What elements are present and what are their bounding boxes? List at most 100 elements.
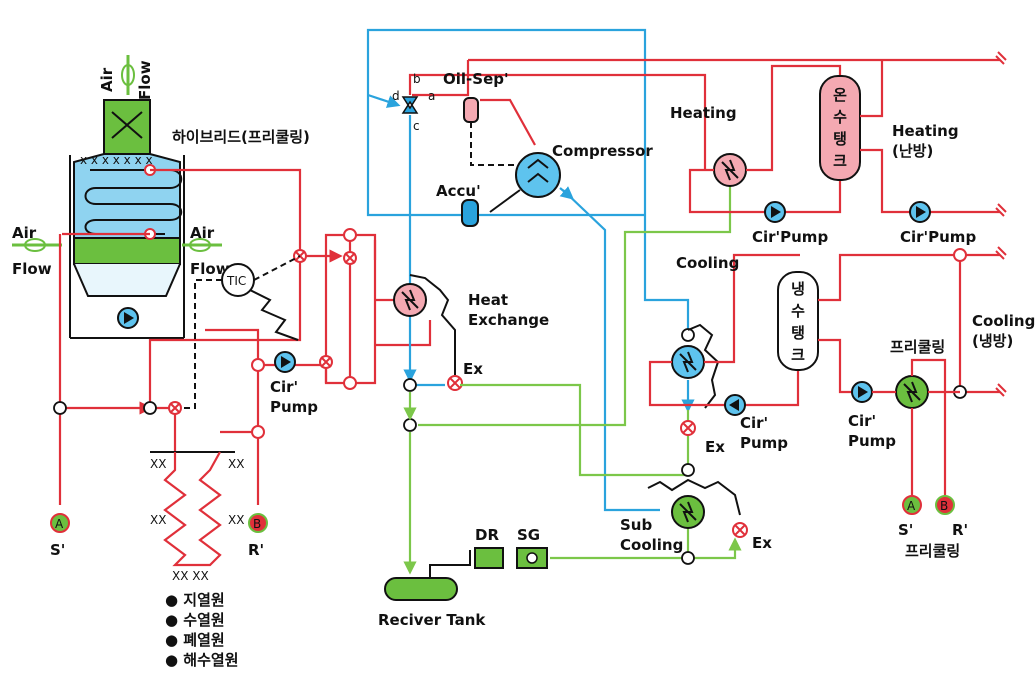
svg-text:Reciver Tank: Reciver Tank	[378, 611, 486, 629]
tower-basin	[73, 263, 181, 297]
air-flow-top-icon: Air Flow	[98, 55, 154, 100]
svg-text:(냉방): (냉방)	[972, 332, 1013, 350]
tic-controller: TIC	[180, 255, 301, 409]
free-cooling-bottom-label: 프리쿨링	[905, 542, 960, 560]
svg-text:Heating: Heating	[892, 122, 959, 140]
sub-cooling-exchanger: Sub Cooling Ex	[620, 478, 772, 554]
cir-pump-heating: Cir'Pump	[752, 201, 828, 246]
svg-text:S': S'	[898, 521, 913, 539]
svg-text:Ex: Ex	[463, 360, 483, 378]
cooling-evaporator: Ex	[648, 253, 800, 456]
four-way-valve: d b a c	[392, 72, 435, 133]
source-water-loop	[53, 168, 432, 505]
svg-text:XX: XX	[228, 457, 244, 471]
svg-text:B: B	[940, 499, 948, 513]
svg-text:S': S'	[50, 541, 65, 559]
connector-b-left: B R'	[248, 513, 268, 559]
refrigerant-circuit	[366, 28, 1000, 512]
heating-condenser: Heating	[670, 64, 842, 214]
svg-text:c: c	[413, 119, 420, 133]
svg-text:Oil-Sep': Oil-Sep'	[443, 70, 509, 88]
heat-exchanger-main: Heat Exchange Ex	[393, 274, 549, 391]
svg-text:Ex: Ex	[705, 438, 725, 456]
svg-text:Pump: Pump	[848, 432, 896, 450]
svg-text:Pump: Pump	[270, 398, 318, 416]
svg-text:XX: XX	[228, 513, 244, 527]
hot-tank-char-2: 수	[833, 108, 847, 126]
cold-tank-char-2: 수	[791, 302, 805, 320]
svg-text:R': R'	[952, 521, 968, 539]
svg-text:R': R'	[248, 541, 264, 559]
svg-text:Heat: Heat	[468, 291, 508, 309]
cold-tank-char-4: 크	[791, 346, 805, 364]
receiver-tank: Reciver Tank	[378, 550, 486, 629]
air-flow-left-icon: Air Flow	[12, 224, 62, 278]
air-flow-right-icon: Air Flow	[182, 224, 230, 278]
cooling-tower: x x x x x x x	[69, 99, 185, 339]
heat-sources-list: ● 지열원 ● 수열원 ● 폐열원 ● 해수열원	[165, 591, 239, 669]
svg-text:B: B	[253, 517, 261, 531]
free-cooling-exchanger: Cir' Pump 프리쿨링	[848, 338, 960, 495]
svg-text:Air: Air	[12, 224, 37, 242]
hybrid-title: 하이브리드(프리쿨링)	[172, 128, 310, 146]
svg-text:Cir': Cir'	[740, 414, 768, 432]
fan-icon	[111, 111, 143, 139]
cold-tank-char-3: 탱	[791, 324, 805, 342]
svg-text:● 수열원: ● 수열원	[165, 611, 225, 629]
cir-pump-heating-2: Cir'Pump	[900, 201, 976, 246]
svg-text:Cooling: Cooling	[620, 536, 683, 554]
svg-text:Sub: Sub	[620, 516, 652, 534]
line-end-marks	[995, 51, 1007, 397]
accumulator: Accu'	[436, 182, 481, 227]
svg-text:b: b	[413, 72, 421, 86]
svg-text:Pump: Pump	[740, 434, 788, 452]
svg-text:Cir'Pump: Cir'Pump	[900, 228, 976, 246]
svg-text:SG: SG	[517, 526, 540, 544]
svg-text:a: a	[428, 89, 435, 103]
hot-tank-char-3: 탱	[833, 130, 847, 148]
liquid-line	[403, 185, 742, 575]
svg-text:Cir': Cir'	[848, 412, 876, 430]
svg-text:d: d	[392, 89, 400, 103]
connector-b-right: B R'	[935, 495, 968, 539]
svg-text:A: A	[55, 517, 64, 531]
svg-text:x x x x x x x: x x x x x x x	[80, 153, 153, 167]
hot-water-tank: 온 수 탱 크 Heating (난방)	[819, 60, 1000, 214]
tower-coil	[84, 169, 183, 235]
svg-text:XX XX: XX XX	[172, 569, 209, 583]
svg-text:● 지열원: ● 지열원	[165, 591, 225, 609]
svg-text:A: A	[907, 499, 916, 513]
hot-tank-char-1: 온	[833, 86, 847, 104]
svg-text:Accu': Accu'	[436, 182, 481, 200]
hot-tank-char-4: 크	[833, 152, 847, 170]
cir-pump-cooling: Cir' Pump	[724, 394, 788, 452]
svg-text:Heating: Heating	[670, 104, 737, 122]
svg-text:● 해수열원: ● 해수열원	[165, 651, 239, 669]
connector-a-left: A S'	[50, 513, 70, 559]
svg-text:TIC: TIC	[226, 274, 246, 288]
svg-text:Cooling: Cooling	[972, 312, 1035, 330]
svg-text:● 폐열원: ● 폐열원	[165, 631, 225, 649]
svg-text:Flow: Flow	[12, 260, 52, 278]
svg-text:DR: DR	[475, 526, 499, 544]
svg-text:(난방): (난방)	[892, 142, 933, 160]
ground-source-loop: XX XX XX XX XX XX	[150, 451, 244, 583]
svg-text:Ex: Ex	[752, 534, 772, 552]
sight-glass: SG	[516, 526, 548, 569]
svg-text:XX: XX	[150, 457, 166, 471]
svg-text:Exchange: Exchange	[468, 311, 549, 329]
oil-separator: Oil-Sep'	[443, 70, 515, 166]
svg-text:Air: Air	[98, 67, 116, 92]
cold-water-tank: 냉 수 탱 크 Cooling Cooling (냉방)	[676, 248, 1035, 399]
svg-text:Air: Air	[190, 224, 215, 242]
drier: DR	[474, 526, 504, 569]
svg-text:Flow: Flow	[136, 60, 154, 100]
tower-fan-housing	[103, 99, 151, 155]
svg-text:프리쿨링: 프리쿨링	[890, 338, 945, 356]
cold-tank-char-1: 냉	[791, 280, 805, 298]
svg-text:XX: XX	[150, 513, 166, 527]
svg-text:Cir': Cir'	[270, 378, 298, 396]
cir-pump-left: Cir' Pump	[270, 351, 318, 416]
svg-text:Cir'Pump: Cir'Pump	[752, 228, 828, 246]
